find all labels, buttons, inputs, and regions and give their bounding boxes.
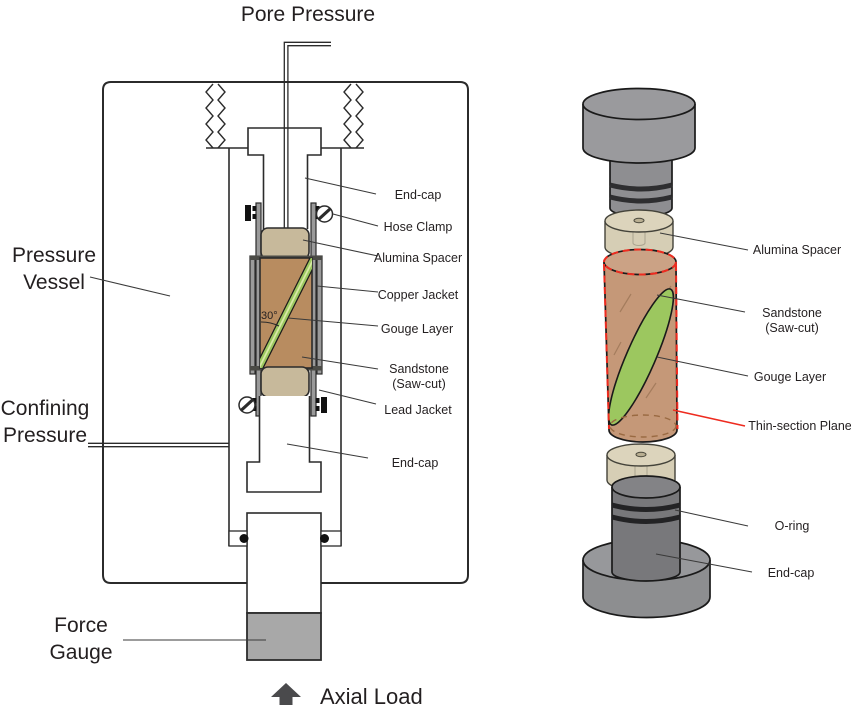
- assembly-label-sandstone-line1: Sandstone: [762, 306, 822, 320]
- assembly-label-sandstone-line2: (Saw-cut): [765, 321, 818, 335]
- pressure-vessel-figure-labels: Pore Pressure Pressure Vessel Confining …: [1, 3, 462, 664]
- confining-pressure-label-line2: Pressure: [3, 424, 87, 447]
- leader-gouge-layer: [656, 356, 749, 377]
- pore-pressure-title: Pore Pressure: [241, 3, 375, 26]
- alumina-spacer-top: [260, 227, 310, 260]
- o-ring-seal-left: [239, 534, 249, 543]
- hose-clamp-top: [245, 205, 334, 223]
- leader-thin-section: [672, 409, 746, 427]
- force-gauge-label-line1: Force: [54, 614, 108, 637]
- end-cap-head-top: [582, 87, 696, 121]
- o-ring-groove: [609, 194, 673, 204]
- assembly-label-o-ring: O-ring: [775, 519, 810, 533]
- sample-assembly-figure: [582, 87, 753, 619]
- alumina-spacer-bottom: [260, 366, 310, 398]
- force-gauge-block: [246, 612, 322, 661]
- pore-pressure-tube: [283, 41, 331, 258]
- pressure-vessel-label-line2: Vessel: [23, 271, 85, 294]
- leader-pressure-vessel: [89, 276, 171, 297]
- vessel-bore-walls: [228, 148, 342, 546]
- angle-arc: [260, 321, 280, 327]
- clamp-band-end: [245, 205, 251, 221]
- end-cap-lower-shaft: [611, 487, 681, 582]
- leader-lead-jacket: [318, 389, 377, 405]
- confining-pressure-port: [88, 442, 229, 448]
- part-label-sandstone-line1: Sandstone: [389, 362, 449, 376]
- leader-end-cap-top: [304, 177, 377, 195]
- assembly-label-end-cap: End-cap: [768, 566, 815, 580]
- part-label-copper-jacket: Copper Jacket: [378, 288, 459, 302]
- axial-load-label: Axial Load: [320, 684, 423, 709]
- part-label-lead-jacket: Lead Jacket: [384, 403, 452, 417]
- lower-end-cap: [246, 396, 322, 493]
- leader-end-cap-bottom: [286, 443, 369, 459]
- end-cap-head: [582, 104, 696, 164]
- pressure-vessel-outline: [102, 81, 469, 584]
- part-label-end-cap-bottom: End-cap: [392, 456, 439, 470]
- leader-lines-left: [89, 177, 379, 641]
- leader-alumina-spacer: [659, 232, 749, 251]
- thin-section-plane-outline: [603, 248, 679, 430]
- part-label-end-cap-top: End-cap: [395, 188, 442, 202]
- thread-right-icon: [343, 83, 364, 149]
- part-label-hose-clamp: Hose Clamp: [384, 220, 453, 234]
- spacer-bore-hole: [633, 217, 645, 224]
- o-ring-groove: [609, 182, 673, 192]
- assembly-label-thin-section-plane: Thin-section Plane: [748, 419, 851, 433]
- part-label-gouge-layer: Gouge Layer: [381, 322, 453, 336]
- o-ring-groove: [611, 502, 681, 512]
- assembly-top-end-cap: [582, 87, 696, 218]
- leader-alumina-spacer: [302, 239, 379, 257]
- clamp-band-end: [321, 397, 327, 413]
- end-cap-lower-shaft-top: [611, 475, 681, 499]
- part-label-sandstone-line2: (Saw-cut): [392, 377, 445, 391]
- o-ring-groove: [611, 514, 681, 524]
- leader-lines-right: [655, 232, 753, 573]
- leader-gouge-layer: [287, 317, 379, 327]
- axial-load-arrow-icon: [271, 683, 301, 705]
- assembly-label-gouge-layer: Gouge Layer: [754, 370, 826, 384]
- leader-hose-clamp: [332, 213, 379, 227]
- assembly-gouge-layer: [607, 288, 675, 426]
- confining-pressure-label-line1: Confining: [1, 397, 90, 420]
- pressure-vessel-figure: [88, 41, 469, 661]
- assembly-sandstone-cylinder: [603, 248, 679, 443]
- leader-o-ring: [674, 509, 749, 527]
- pressure-vessel-label-line1: Pressure: [12, 244, 96, 267]
- o-ring-seal-right: [320, 534, 329, 543]
- part-label-alumina-spacer: Alumina Spacer: [374, 251, 462, 265]
- sample-assembly-labels: Alumina Spacer Sandstone (Saw-cut) Gouge…: [748, 243, 851, 580]
- hose-clamp-bottom: [238, 396, 327, 414]
- gouge-layer-band: [260, 258, 312, 368]
- assembly-label-alumina-spacer: Alumina Spacer: [753, 243, 841, 257]
- leader-end-cap: [655, 553, 753, 573]
- thread-left-icon: [205, 83, 226, 149]
- leader-sandstone: [656, 294, 746, 313]
- leader-sandstone: [301, 356, 379, 370]
- assembly-bottom-end-cap: [582, 475, 711, 619]
- leader-copper-jacket: [316, 285, 379, 293]
- bottom-saw-trace: [609, 414, 677, 438]
- axial-load-annotation: Axial Load: [271, 683, 423, 709]
- loading-piston: [246, 512, 322, 614]
- saw-cut-angle-label: 30°: [261, 310, 278, 322]
- spacer-bore-hole: [635, 451, 647, 458]
- force-gauge-label-line2: Gauge: [49, 641, 112, 664]
